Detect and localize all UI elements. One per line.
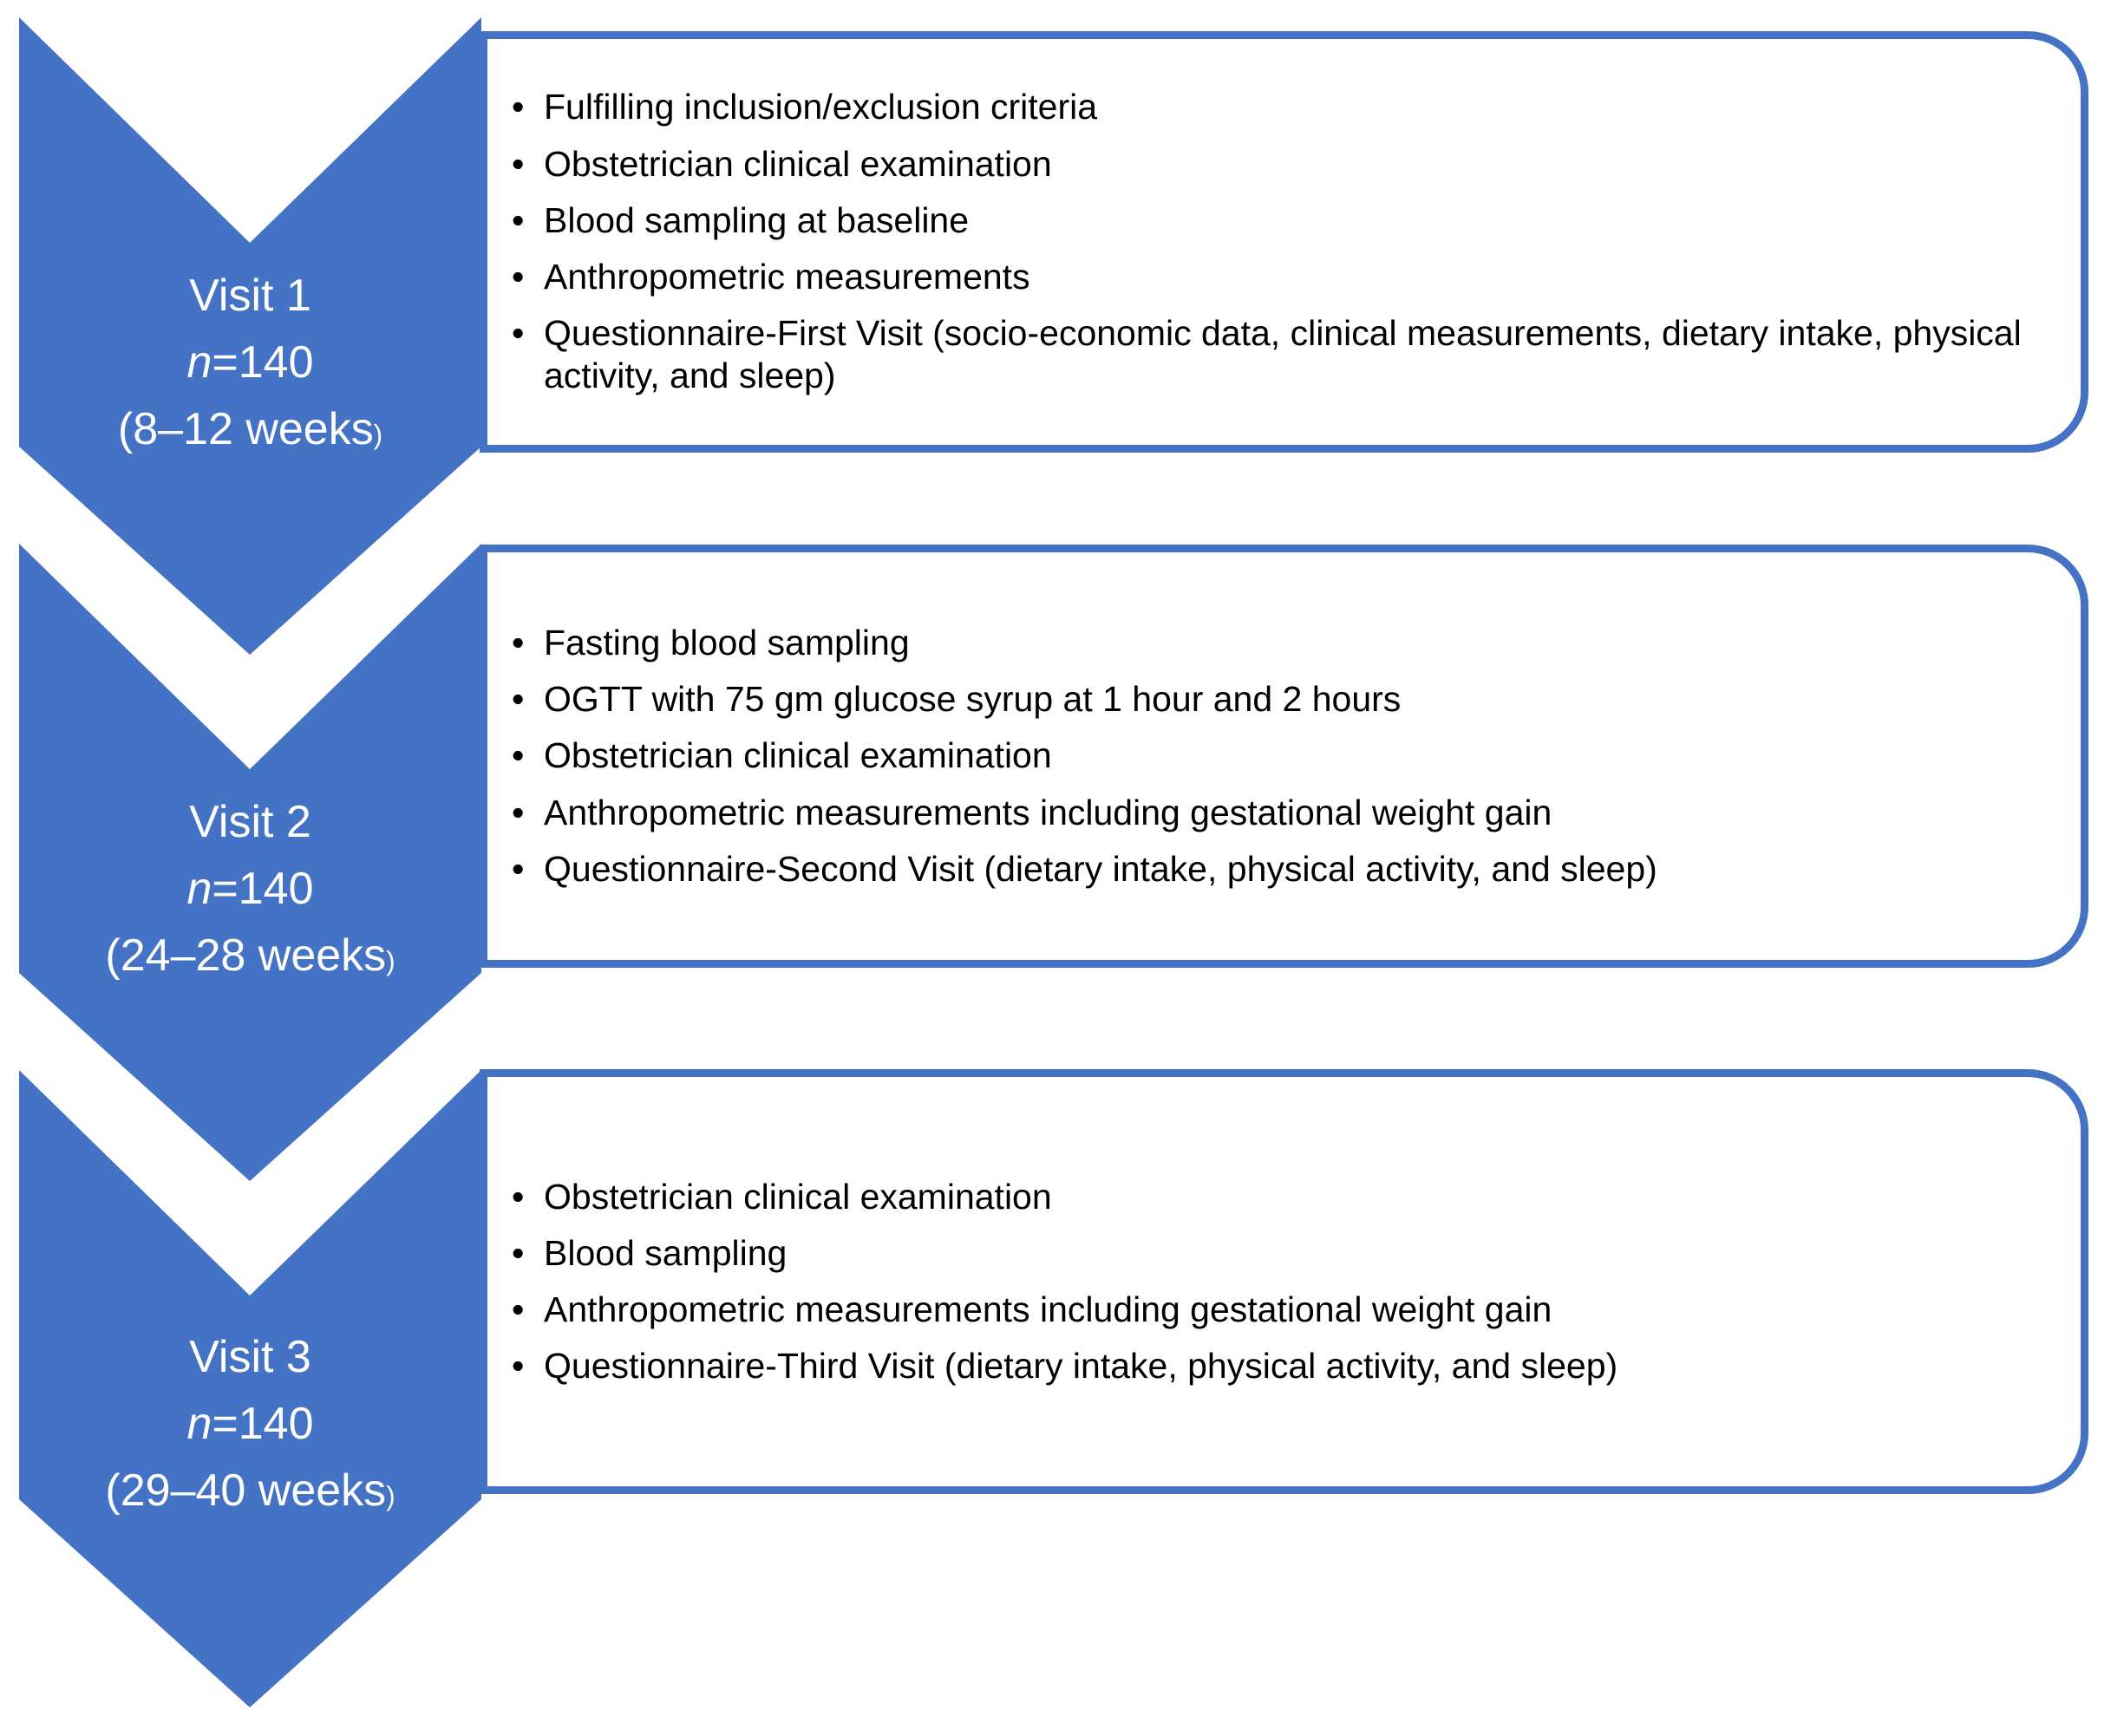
visit-3-bullet-list: Obstetrician clinical examinationBlood s… (487, 1176, 2081, 1388)
chevron-visit-1-icon (19, 17, 481, 655)
visit-3-weeks: (29–40 weeks) (105, 1465, 395, 1516)
visit-3-details-box: Obstetrician clinical examinationBlood s… (480, 1069, 2088, 1494)
bullet-item: Fulfilling inclusion/exclusion criteria (512, 86, 2065, 128)
visit-1-bullet-list: Fulfilling inclusion/exclusion criteriaO… (487, 86, 2081, 397)
bullet-item: OGTT with 75 gm glucose syrup at 1 hour … (512, 678, 2065, 721)
bullet-item: Blood sampling at baseline (512, 199, 2065, 242)
chevron-arrows (19, 17, 481, 1707)
bullet-item: Obstetrician clinical examination (512, 734, 2065, 777)
bullet-item: Obstetrician clinical examination (512, 143, 2065, 186)
bullet-item: Questionnaire-Third Visit (dietary intak… (512, 1345, 2065, 1387)
visit-2-bullet-list: Fasting blood samplingOGTT with 75 gm gl… (487, 622, 2081, 891)
visit-2-details-box: Fasting blood samplingOGTT with 75 gm gl… (480, 545, 2088, 968)
visit-2-label: Visit 2 n=140 (24–28 weeks) (19, 789, 481, 995)
visit-1-weeks: (8–12 weeks) (117, 404, 383, 454)
bullet-item: Questionnaire-First Visit (socio-economi… (512, 312, 2065, 397)
visit-2-weeks: (24–28 weeks) (105, 930, 395, 981)
bullet-item: Questionnaire-Second Visit (dietary inta… (512, 848, 2065, 891)
bullet-item: Anthropometric measurements (512, 256, 2065, 298)
chevron-visit-2-icon (19, 544, 481, 1181)
chevron-visit-3-icon (19, 1070, 481, 1707)
visit-2-sample-size: n=140 (186, 864, 314, 914)
visit-3-label: Visit 3 n=140 (29–40 weeks) (19, 1324, 481, 1530)
visit-1-title: Visit 1 (189, 271, 311, 321)
visit-3-sample-size: n=140 (186, 1399, 314, 1449)
visit-3-title: Visit 3 (189, 1332, 311, 1382)
visit-2-title: Visit 2 (189, 797, 311, 847)
bullet-item: Obstetrician clinical examination (512, 1176, 2065, 1218)
visit-1-details-box: Fulfilling inclusion/exclusion criteriaO… (480, 31, 2088, 453)
visit-1-sample-size: n=140 (186, 337, 314, 388)
visit-1-label: Visit 1 n=140 (8–12 weeks) (19, 263, 481, 468)
bullet-item: Anthropometric measurements including ge… (512, 1289, 2065, 1331)
bullet-item: Blood sampling (512, 1232, 2065, 1275)
bullet-item: Fasting blood sampling (512, 622, 2065, 664)
bullet-item: Anthropometric measurements including ge… (512, 792, 2065, 834)
